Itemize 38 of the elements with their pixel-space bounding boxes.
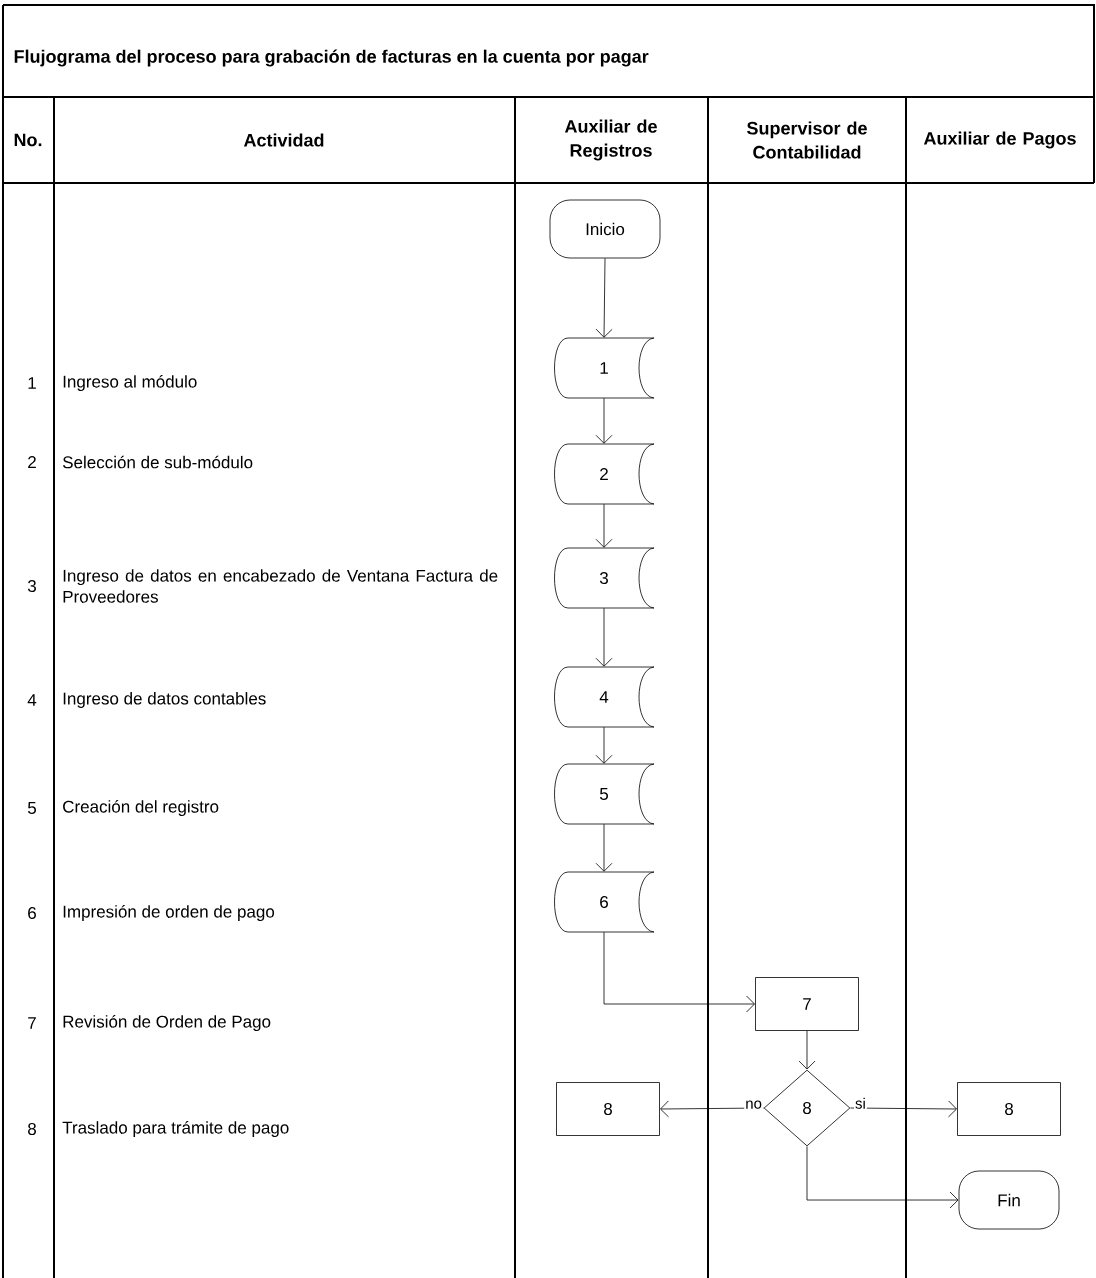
arrow bbox=[660, 1100, 764, 1118]
activity-text: Selección de sub-módulo bbox=[62, 455, 253, 469]
process-box: 8 bbox=[556, 1082, 660, 1136]
arrow bbox=[595, 258, 613, 338]
header-cell: No. bbox=[14, 133, 42, 147]
activity-text: Ingreso al módulo bbox=[63, 375, 197, 392]
activity-text: Traslado para trámite de pago bbox=[62, 1121, 289, 1138]
arrow bbox=[595, 607, 613, 667]
title: Flujograma del proceso para grabación de facturas en la cuenta por pagar bbox=[14, 49, 649, 67]
arrow bbox=[603, 931, 755, 1013]
activity-text: Ingreso de datos en encabezado de Ventana Factura de Proveedores bbox=[63, 569, 498, 603]
arrow bbox=[806, 1146, 959, 1209]
header-cell: Auxiliar de Registros bbox=[564, 119, 657, 161]
process-box: 7 bbox=[755, 977, 859, 1031]
arrow bbox=[595, 726, 613, 764]
arrow bbox=[595, 503, 613, 548]
row-number: 3 bbox=[27, 580, 36, 593]
row-number: 1 bbox=[28, 377, 36, 389]
arrow bbox=[850, 1100, 957, 1118]
edge-label: si bbox=[854, 1096, 867, 1110]
activity-text: Creación del registro bbox=[63, 800, 219, 817]
row-number: 7 bbox=[28, 1017, 36, 1029]
header-cell: Auxiliar de Pagos bbox=[923, 131, 1076, 149]
row-number: 8 bbox=[28, 1123, 36, 1136]
row-number: 6 bbox=[28, 907, 36, 920]
row-number: 5 bbox=[27, 802, 36, 814]
activity-text: Impresión de orden de pago bbox=[63, 905, 275, 922]
edge-label: no bbox=[744, 1099, 763, 1110]
header-cell: Actividad bbox=[243, 133, 324, 147]
row-number: 4 bbox=[27, 694, 37, 706]
arrow bbox=[595, 823, 613, 872]
row-number: 2 bbox=[28, 456, 36, 468]
header-cell: Supervisor de Contabilidad bbox=[747, 121, 867, 159]
arrow bbox=[798, 1030, 816, 1070]
process-box: 8 bbox=[957, 1082, 1061, 1136]
activity-text: Revisión de Orden de Pago bbox=[63, 1015, 271, 1032]
activity-text: Ingreso de datos contables bbox=[63, 692, 266, 708]
arrow bbox=[595, 397, 613, 444]
